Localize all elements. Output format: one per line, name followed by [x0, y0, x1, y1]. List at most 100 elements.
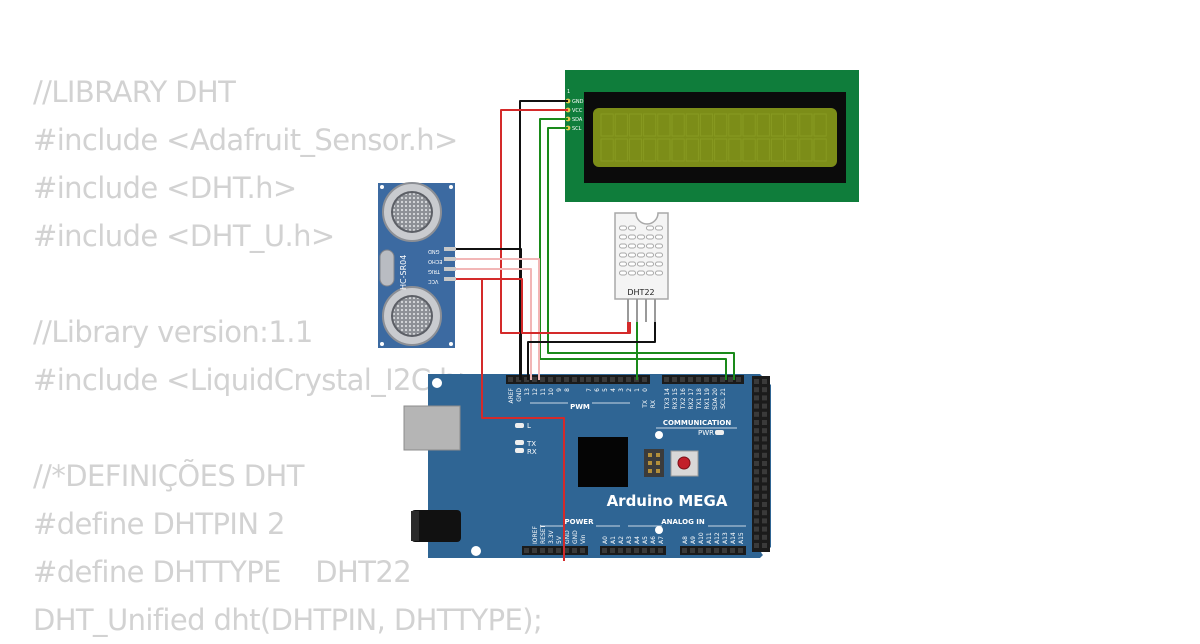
dht22-vent-slot [628, 234, 636, 240]
lcd-char-cell [671, 113, 685, 137]
tx-led [515, 440, 524, 445]
dht22-legs [627, 299, 656, 322]
lcd-char-cell [785, 138, 799, 162]
analog-pin-socket [714, 548, 719, 553]
digital-pin-socket [556, 377, 561, 382]
usb-port [403, 405, 461, 451]
power-pin-socket [524, 548, 529, 553]
tx-led-label: TX [526, 440, 536, 448]
lcd-char-cell [756, 113, 770, 137]
side-header-socket [762, 403, 767, 409]
lcd-character-grid [600, 113, 827, 162]
digital-pin-label: 10 [548, 388, 555, 396]
pwm-pin-label: 4 [610, 388, 617, 392]
power-pin-label: GND [572, 530, 579, 544]
analog-pin-label: A7 [658, 536, 665, 544]
pwm-pin-socket [618, 377, 623, 382]
lcd-module[interactable]: 1 GND VCC SDA SCL [565, 70, 859, 202]
side-header-socket [762, 469, 767, 475]
analog-pin-label: A13 [722, 532, 729, 544]
comm-pin-socket [664, 377, 669, 382]
lcd-char-cell [728, 113, 742, 137]
side-header-socket [762, 411, 767, 417]
digital-pin-socket [540, 377, 545, 382]
code-line: //LIBRARY DHT [33, 75, 236, 109]
side-header-socket [762, 534, 767, 540]
dht22-vent-slot [646, 261, 654, 267]
comm-pin-socket [680, 377, 685, 382]
side-header-socket [754, 518, 759, 524]
side-header-socket [754, 477, 759, 483]
digital-double-header [752, 376, 770, 552]
wire-us-echo [456, 258, 540, 380]
digital-pin-label: AREF [508, 387, 515, 403]
dht22-sensor[interactable]: DHT22 [614, 212, 669, 322]
wire-us-gnd [456, 248, 522, 380]
digital-header-left [506, 375, 588, 384]
side-header-socket [754, 403, 759, 409]
code-listing: //LIBRARY DHT #include <Adafruit_Sensor.… [33, 68, 543, 644]
side-header-socket [762, 543, 767, 548]
side-header-socket [762, 436, 767, 442]
pwm-pin-label: 6 [594, 388, 601, 392]
side-header-socket [754, 411, 759, 417]
side-header-socket [754, 493, 759, 499]
lcd-char-cell [770, 113, 785, 137]
analog-pin-label: A15 [738, 532, 745, 544]
code-line: #include <DHT.h> [33, 171, 297, 205]
reset-button[interactable] [670, 450, 699, 477]
power-header [522, 546, 588, 555]
power-pin-label: GND [564, 530, 571, 544]
digital-pin-label: GND [516, 388, 523, 402]
power-pin-housing [522, 546, 588, 555]
power-pin-socket [540, 548, 545, 553]
dht22-vent-slot [619, 243, 627, 249]
lcd-char-cell [685, 138, 699, 162]
wire-dht-vcc [456, 278, 629, 334]
lcd-pin-label: SCL [572, 126, 582, 132]
l-led [515, 423, 524, 428]
dht22-vent-slot [637, 270, 645, 276]
lcd-char-cell [714, 113, 728, 137]
side-header-socket [754, 395, 759, 401]
analog-pin-socket [722, 548, 727, 553]
analog-pin-socket [634, 548, 639, 553]
dht22-vent-slot [655, 270, 663, 276]
code-line: #define DHTPIN 2 [33, 507, 286, 541]
lcd-char-cell [799, 113, 813, 137]
wiring [456, 100, 735, 561]
side-header-socket [762, 452, 767, 458]
analog-pin-socket [682, 548, 687, 553]
comm-pin-label: SCL 21 [720, 388, 727, 409]
comm-pin-label: TX2 16 [680, 388, 687, 410]
communication-label: COMMUNICATION [663, 419, 732, 427]
lcd-char-cell [614, 138, 628, 162]
dht22-vent-slot [646, 243, 654, 249]
lcd-screen [593, 108, 837, 167]
power-label: POWER [565, 518, 595, 526]
power-pin-label: Vin [580, 534, 587, 544]
mount-hole [449, 185, 453, 189]
digital-pin-label: 11 [540, 388, 547, 396]
dht22-vent-slot [646, 252, 654, 258]
mount-hole [655, 431, 663, 439]
lcd-char-cell [657, 113, 671, 137]
side-header-socket [762, 510, 767, 516]
rx-led-label: RX [527, 448, 537, 456]
lcd-char-cell [671, 138, 685, 162]
dht22-vent-slot [628, 270, 636, 276]
analog-pin-socket [698, 548, 703, 553]
analog-pin-socket [642, 548, 647, 553]
mount-hole [380, 342, 384, 346]
side-header-socket [754, 526, 759, 532]
ultrasonic-pin-header [444, 247, 456, 281]
ultrasonic-sensor[interactable]: HC-SR04 GND ECHO TRIG VCC [378, 182, 456, 348]
pwm-pin-label: 7 [586, 388, 593, 392]
comm-pin-socket [696, 377, 701, 382]
digital-header-pwm [584, 375, 650, 384]
pwm-pin-label: 0 [642, 388, 649, 392]
